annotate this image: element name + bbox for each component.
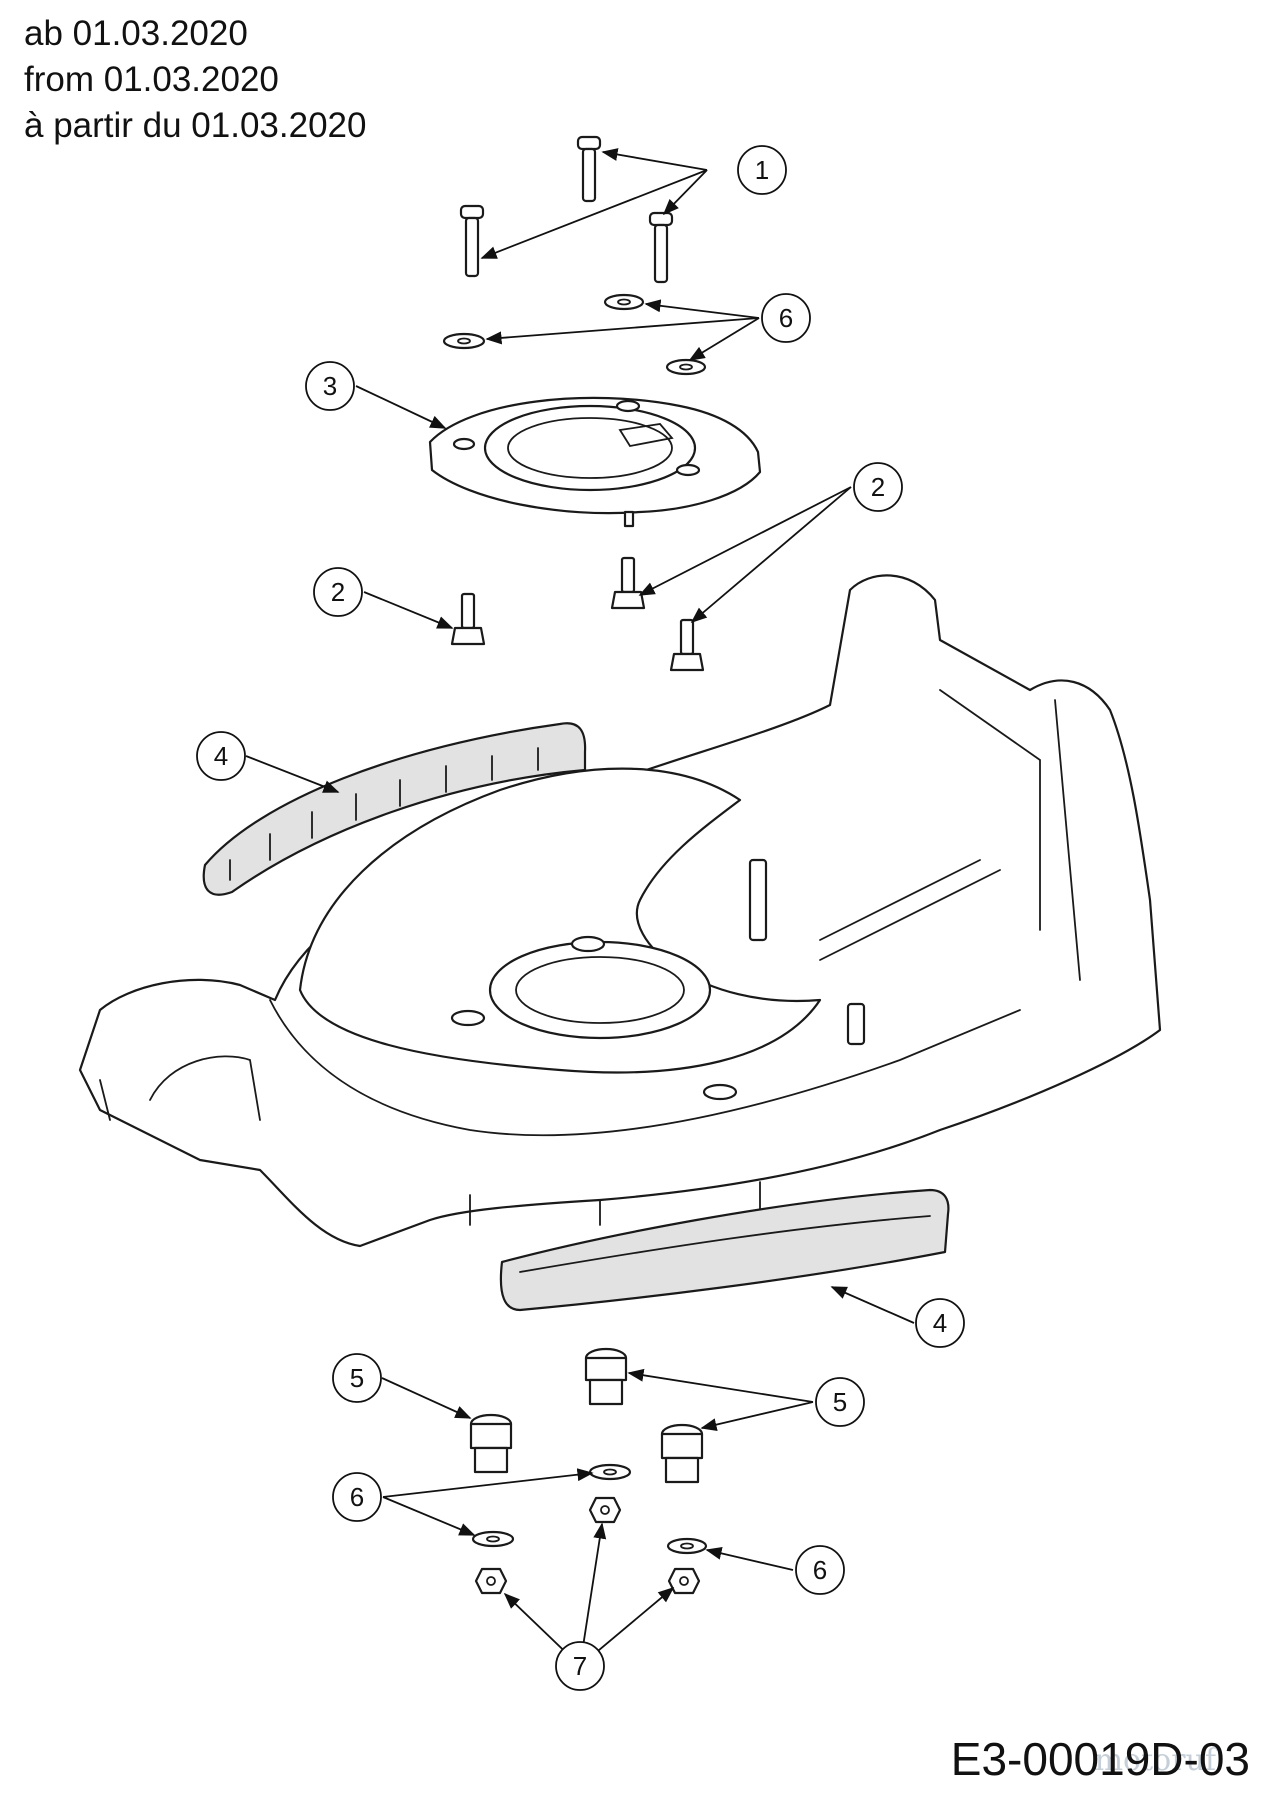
callout-6-top-label: 6 [779,303,793,333]
washer-bottom-c [666,1537,708,1555]
mower-deck-housing [78,574,1162,1248]
callout-7: 7 [555,1641,605,1691]
washer-top-c [665,358,707,376]
mounting-plate-part-3 [428,396,762,528]
callout-4-top-label: 4 [214,741,228,771]
callout-1: 1 [737,145,787,195]
bolt-part-2b [610,556,646,610]
bolt-part-2c [669,618,705,672]
long-screw-part-1c [648,211,674,284]
callout-5-left-label: 5 [350,1363,364,1393]
callout-7-label: 7 [573,1651,587,1681]
nut-part-7a [588,1496,622,1524]
spacer-part-5b [469,1413,513,1474]
drawing-number: E3-00019D-03 [950,1733,1250,1785]
callout-6-top: 6 [761,293,811,343]
callout-2-right-label: 2 [871,472,885,502]
callout-2-left-label: 2 [331,577,345,607]
callout-6-left-label: 6 [350,1482,364,1512]
valid-from-fr: à partir du 01.03.2020 [24,106,367,145]
callout-4-top: 4 [196,731,246,781]
watermark-logo: motoruf [1094,1743,1216,1778]
bolt-part-2a [450,592,486,646]
callout-2-left: 2 [313,567,363,617]
baffle-part-4b [499,1188,950,1312]
callout-5-right: 5 [815,1377,865,1427]
nut-part-7b [474,1567,508,1595]
callout-4-bottom-label: 4 [933,1308,947,1338]
callout-3: 3 [305,361,355,411]
callout-6-left: 6 [332,1472,382,1522]
washer-bottom-a [588,1463,632,1481]
callout-6-right-label: 6 [813,1555,827,1585]
spacer-part-5a [584,1347,628,1406]
callout-4-bottom: 4 [915,1298,965,1348]
callout-1-label: 1 [755,155,769,185]
callout-5-left: 5 [332,1353,382,1403]
valid-from-de: ab 01.03.2020 [24,14,248,53]
valid-from-en: from 01.03.2020 [24,60,279,99]
washer-top-b [442,332,486,350]
baffle-part-4a [202,722,587,896]
spacer-part-5c [660,1423,704,1484]
callout-5-right-label: 5 [833,1387,847,1417]
callout-2-right: 2 [853,462,903,512]
callout-6-right: 6 [795,1545,845,1595]
nut-part-7c [667,1567,701,1595]
washer-top-a [603,293,645,311]
callout-3-label: 3 [323,371,337,401]
long-screw-part-1a [576,135,602,203]
washer-bottom-b [471,1530,515,1548]
long-screw-part-1b [459,204,485,278]
